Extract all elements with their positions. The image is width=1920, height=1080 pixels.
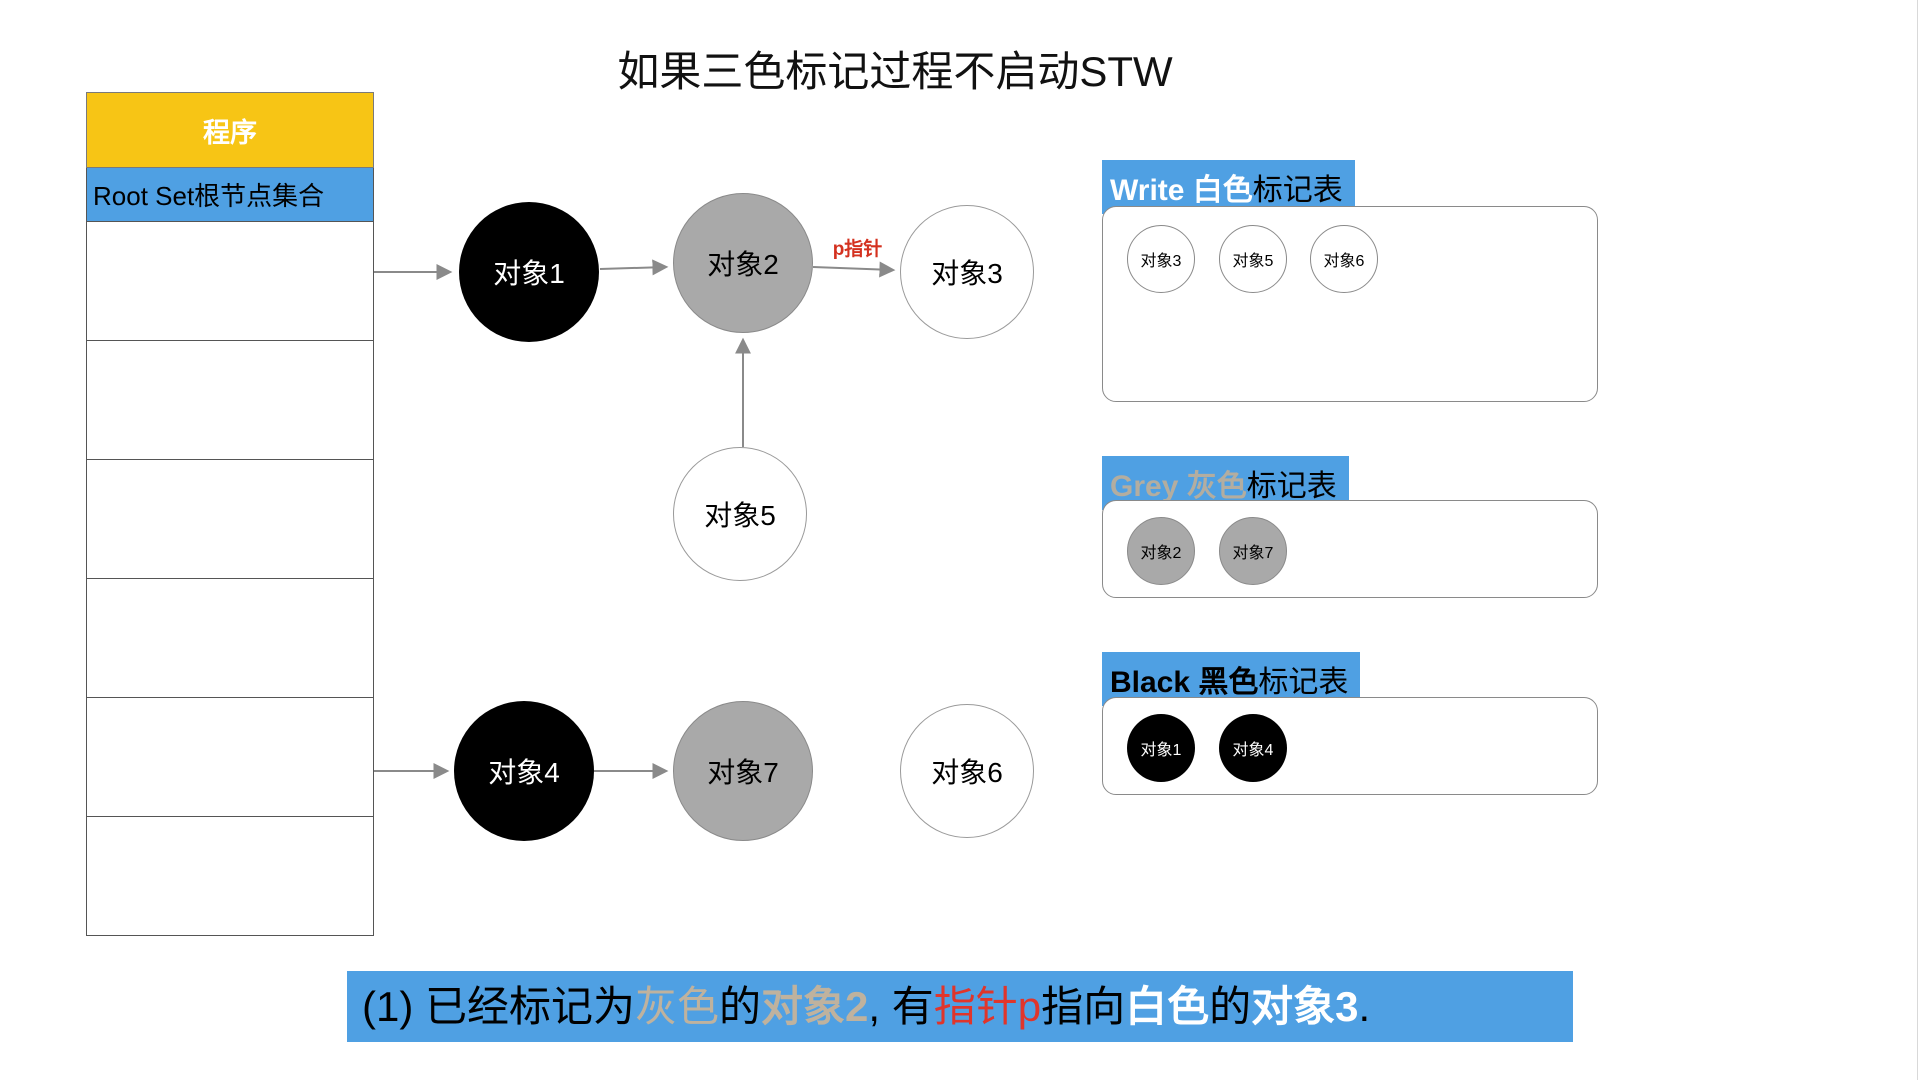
white-table-chip: 对象3 xyxy=(1127,225,1195,293)
node-obj1: 对象1 xyxy=(459,202,599,342)
caption-segment: 白色 xyxy=(1125,983,1210,1030)
grey-table-box: 对象2 对象7 xyxy=(1102,500,1598,598)
grey-table-chip: 对象2 xyxy=(1127,517,1195,585)
black-table-chip: 对象4 xyxy=(1219,714,1287,782)
node-obj7: 对象7 xyxy=(673,701,813,841)
black-table-box: 对象1 对象4 xyxy=(1102,697,1598,795)
node-obj3: 对象3 xyxy=(900,205,1034,339)
caption-segment: (1) 已经标记为 xyxy=(362,983,636,1030)
node-obj6: 对象6 xyxy=(900,704,1034,838)
slide-right-edge-line xyxy=(1917,0,1918,1080)
pointer-p-label: p指针 xyxy=(832,239,883,260)
program-table-empty-row xyxy=(87,578,373,697)
program-table-header: 程序 xyxy=(86,92,374,168)
white-table-header-rest: 标记表 xyxy=(1252,174,1343,207)
program-table-empty-row xyxy=(87,459,373,578)
grey-table-chip: 对象7 xyxy=(1219,517,1287,585)
black-table-header-rest: 标记表 xyxy=(1258,666,1349,699)
white-table-header: Write 白色标记表 xyxy=(1102,160,1355,214)
program-table-empty-row xyxy=(87,221,373,340)
program-table: 程序 Root Set根节点集合 xyxy=(86,92,374,936)
caption-segment: . xyxy=(1358,983,1371,1030)
caption-segment: , 有 xyxy=(868,983,934,1030)
caption-segment: 对象2 xyxy=(761,983,869,1030)
caption-segment: 的 xyxy=(1209,983,1252,1030)
black-table-chip: 对象1 xyxy=(1127,714,1195,782)
grey-table-header-colored: Grey 灰色 xyxy=(1110,470,1247,503)
white-table-chip: 对象5 xyxy=(1219,225,1287,293)
program-table-body: Root Set根节点集合 xyxy=(86,168,374,936)
program-table-empty-row xyxy=(87,697,373,816)
root-set-row: Root Set根节点集合 xyxy=(87,168,373,221)
grey-table-header-rest: 标记表 xyxy=(1246,470,1337,503)
caption-segment: 指针p xyxy=(933,983,1042,1030)
caption-segment: 对象3 xyxy=(1251,983,1359,1030)
caption-segment: 灰色 xyxy=(635,983,720,1030)
page-title: 如果三色标记过程不启动STW xyxy=(617,48,1173,95)
white-table-chip: 对象6 xyxy=(1310,225,1378,293)
white-table-header-colored: Write 白色 xyxy=(1110,174,1253,207)
program-table-empty-row xyxy=(87,816,373,935)
node-obj5: 对象5 xyxy=(673,447,807,581)
node-obj4: 对象4 xyxy=(454,701,594,841)
node-obj2: 对象2 xyxy=(673,193,813,333)
caption-segment: 的 xyxy=(719,983,762,1030)
black-table-header-colored: Black 黑色 xyxy=(1110,666,1259,699)
white-table-box: 对象3 对象5 对象6 xyxy=(1102,206,1598,402)
caption-segment: 指向 xyxy=(1041,983,1126,1030)
grey-table-header: Grey 灰色标记表 xyxy=(1102,456,1349,510)
program-table-empty-row xyxy=(87,340,373,459)
caption-bar: (1) 已经标记为灰色的对象2, 有指针p指向白色的对象3. xyxy=(347,971,1573,1042)
